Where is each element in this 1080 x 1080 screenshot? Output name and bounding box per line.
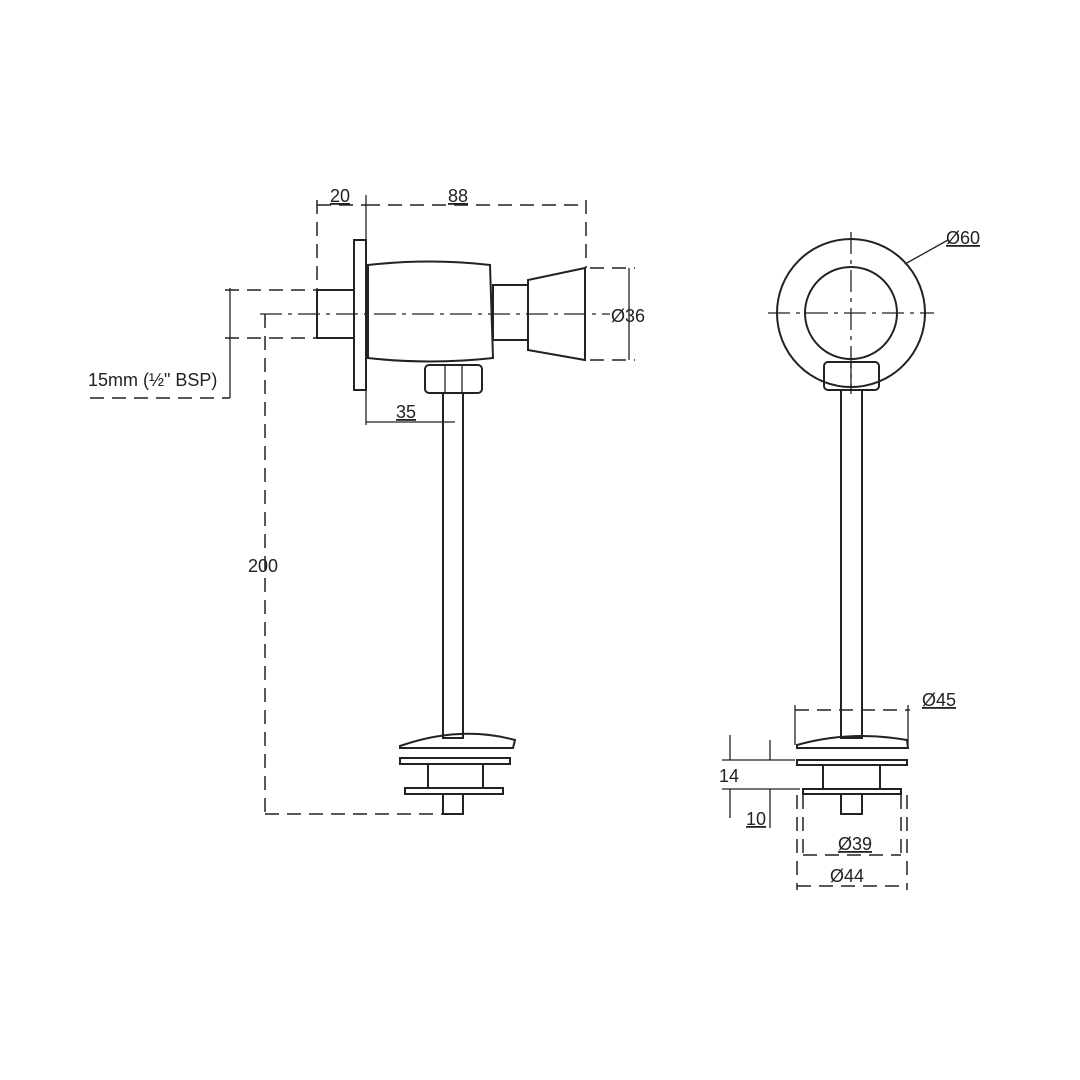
inlet-size-label: 15mm (½" BSP) <box>88 370 217 390</box>
nut <box>424 364 483 394</box>
front-spreader <box>796 735 910 749</box>
dim-height-label: 200 <box>248 556 278 576</box>
dim-length-label: 88 <box>448 186 468 206</box>
dim-plate-dia-label: Ø45 <box>922 690 956 710</box>
flush-pipe <box>442 392 464 739</box>
push-button <box>527 266 586 362</box>
spreader-cap <box>399 732 517 749</box>
dim-outer-dia-label: Ø44 <box>830 866 864 886</box>
stem <box>492 284 529 341</box>
dim-button-dia-label: Ø36 <box>611 306 645 326</box>
front-view: Ø60 Ø45 14 10 Ø39 Ø44 <box>719 228 980 890</box>
valve-body <box>367 260 495 363</box>
dim-cover-dia-label: Ø60 <box>946 228 980 248</box>
side-view: 20 88 Ø36 35 15mm (½" BSP) 200 <box>88 186 645 815</box>
dim-flange-label: 20 <box>330 186 350 206</box>
dim-inner-dia-label: Ø39 <box>838 834 872 854</box>
dim-thickness-label: 10 <box>746 809 766 829</box>
dim-gap-label: 14 <box>719 766 739 786</box>
dim-nut-offset-label: 35 <box>396 402 416 422</box>
front-flush-pipe <box>840 389 863 739</box>
wall-flange <box>353 239 367 391</box>
